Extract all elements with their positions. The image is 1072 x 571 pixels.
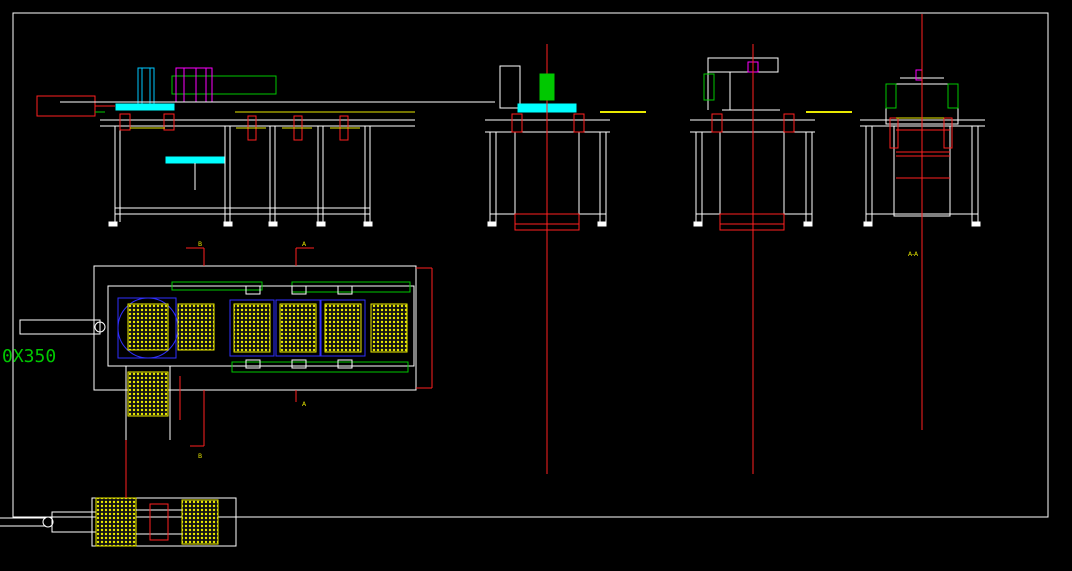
motor-icon — [539, 73, 555, 101]
tray-icon — [127, 303, 169, 351]
side-view-1 — [485, 65, 646, 231]
centerlines — [546, 14, 923, 474]
bottom-detail-view — [0, 440, 237, 547]
dimension-text: 0X350 — [2, 346, 56, 367]
front-elevation-view — [36, 67, 495, 227]
section-mark-a-top: A — [302, 241, 307, 248]
plan-view — [19, 247, 433, 447]
drawing-border — [12, 12, 1049, 518]
section-mark-a-bottom: A — [302, 401, 307, 408]
section-view-label: A-A — [908, 251, 919, 258]
cylinder-icon — [42, 516, 54, 528]
section-mark-b-bottom: B — [198, 453, 202, 460]
section-mark-b-top: B — [198, 241, 202, 248]
side-view-2 — [690, 57, 852, 231]
